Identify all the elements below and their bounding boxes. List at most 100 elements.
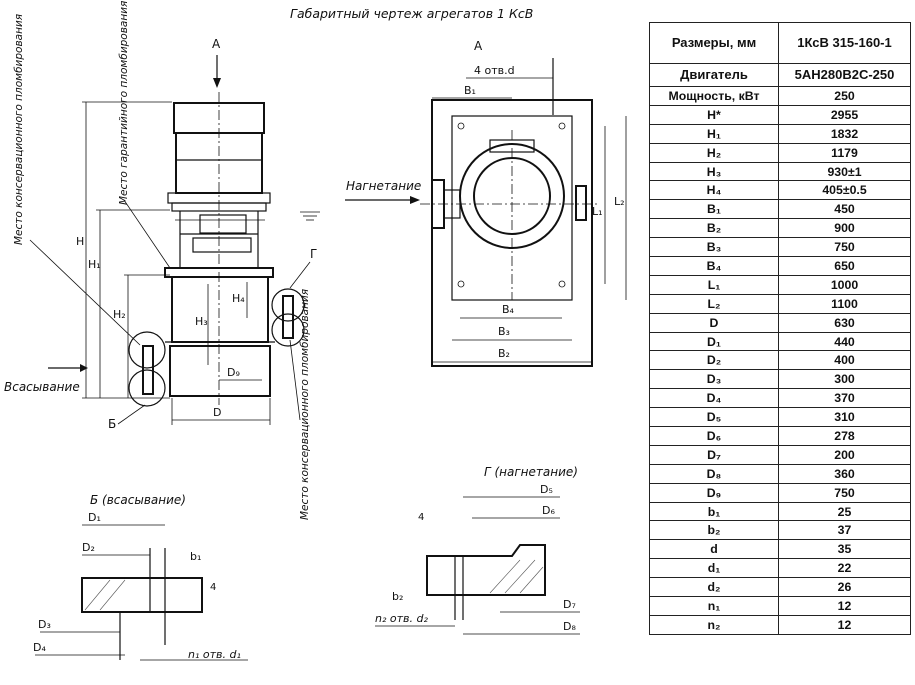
cons-seal-right-label: Место консервационного пломбирования — [299, 289, 311, 520]
dimension-name-cell: D — [649, 312, 779, 333]
dimension-name-cell: D₅ — [649, 407, 779, 428]
dimension-name-cell: B₄ — [649, 256, 779, 276]
cons-seal-left-label: Место консервационного пломбирования — [13, 14, 25, 245]
dimension-value-cell: 370 — [778, 388, 911, 409]
assembly-drawing: Габаритный чертеж агрегатов 1 КсВ А — [4, 1, 627, 661]
dimension-value-cell: 12 — [778, 614, 911, 635]
callout-g-label: Г — [310, 247, 317, 261]
dimension-name-cell: B₃ — [649, 237, 779, 258]
holes-4d-label: 4 отв.d — [474, 64, 515, 77]
dim-4b-label: 4 — [210, 582, 216, 593]
dimension-name-cell: L₁ — [649, 274, 779, 295]
dimension-value-cell: 35 — [778, 539, 911, 560]
dimension-value-cell: 400 — [778, 350, 911, 371]
dim-d4-label: D₄ — [33, 641, 46, 654]
dimension-value-cell: 300 — [778, 369, 911, 390]
drawing-title: Габаритный чертеж агрегатов 1 КсВ — [290, 6, 533, 21]
dimension-value-cell: 310 — [778, 407, 911, 428]
dimension-name-cell: D₇ — [649, 444, 779, 465]
dimension-name-cell: D₁ — [649, 331, 779, 352]
dimension-name-cell: D₉ — [649, 482, 779, 503]
discharge-label: Нагнетание — [346, 179, 421, 193]
flange-b-detail: Б (всасывание) D₁ D₂ b₁ 4 D₃ D₄ n₁ отв. … — [33, 493, 248, 661]
dimension-name-cell: d₂ — [649, 577, 779, 598]
dim-d-label: D — [213, 406, 221, 419]
dim-h1-label: H₁ — [88, 258, 101, 271]
flange-g-title: Г (нагнетание) — [484, 465, 578, 479]
dim-d6-label: D₆ — [542, 504, 555, 517]
dimension-value-cell: 1832 — [778, 123, 911, 144]
dim-b1-flange-label: b₁ — [190, 550, 201, 563]
dimension-name-cell: n₂ — [649, 614, 779, 635]
dim-h3-label: H₃ — [195, 315, 208, 328]
flange-b-title: Б (всасывание) — [90, 493, 186, 507]
dim-b2-label: B₂ — [498, 347, 510, 360]
dimension-name-cell: B₂ — [649, 218, 779, 239]
dimension-value-cell: 22 — [778, 558, 911, 579]
front-view: А Б Г — [4, 1, 320, 520]
dimension-value-cell: 900 — [778, 218, 911, 239]
dimension-value-cell: 1100 — [778, 293, 911, 314]
callout-b-label: Б — [108, 417, 116, 431]
dimension-name-cell: d — [649, 539, 779, 560]
dimension-value-cell: 278 — [778, 426, 911, 446]
dim-h4-label: H₄ — [232, 292, 245, 305]
dimension-name-cell: D₃ — [649, 369, 779, 390]
power-value-cell: 250 — [778, 86, 911, 106]
dimension-value-cell: 750 — [778, 482, 911, 503]
dimension-value-cell: 26 — [778, 577, 911, 598]
dimension-value-cell: 25 — [778, 501, 911, 522]
holes-n1-label: n₁ отв. d₁ — [188, 648, 241, 661]
dim-d3-label: D₃ — [38, 618, 51, 631]
dimension-name-cell: H₃ — [649, 161, 779, 182]
table-header-row: Размеры, мм 1КсВ 315-160-1 — [649, 22, 911, 64]
dimension-value-cell: 630 — [778, 312, 911, 333]
plan-view-a: А 4 отв.d B₁ Нагнетание L₁ L₂ — [345, 39, 627, 367]
dimension-value-cell: 1000 — [778, 274, 911, 295]
dim-d1b-label: D₁ — [88, 511, 101, 524]
dimension-value-cell: 2955 — [778, 104, 911, 125]
dimension-name-cell: B₁ — [649, 199, 779, 220]
dimension-value-cell: 405±0.5 — [778, 180, 911, 201]
dimension-value-cell: 750 — [778, 237, 911, 258]
dim-d7-label: D₇ — [563, 598, 576, 611]
table-row-power: Мощность, кВт 250 — [649, 86, 911, 106]
header-cell-model: 1КсВ 315-160-1 — [778, 22, 911, 64]
dimension-value-cell: 12 — [778, 596, 911, 616]
dimension-value-cell: 450 — [778, 199, 911, 220]
motor-value-cell: 5АН280В2С-250 — [778, 63, 911, 87]
power-label-cell: Мощность, кВт — [649, 86, 779, 106]
dimension-name-cell: L₂ — [649, 293, 779, 314]
dim-d2b-label: D₂ — [82, 541, 95, 554]
dimension-name-cell: b₂ — [649, 520, 779, 541]
dimension-value-cell: 650 — [778, 256, 911, 276]
dim-d5-label: D₅ — [540, 483, 553, 496]
dimension-name-cell: H₂ — [649, 142, 779, 163]
dim-h2-label: H₂ — [113, 308, 126, 321]
dimension-value-cell: 930±1 — [778, 161, 911, 182]
dimension-name-cell: H₄ — [649, 180, 779, 201]
dim-b3-label: B₃ — [498, 325, 510, 338]
header-cell-dimensions: Размеры, мм — [649, 22, 779, 64]
dimension-name-cell: D₂ — [649, 350, 779, 371]
dim-d8-label: D₈ — [563, 620, 576, 633]
dim-b2-flange-label: b₂ — [392, 590, 403, 603]
